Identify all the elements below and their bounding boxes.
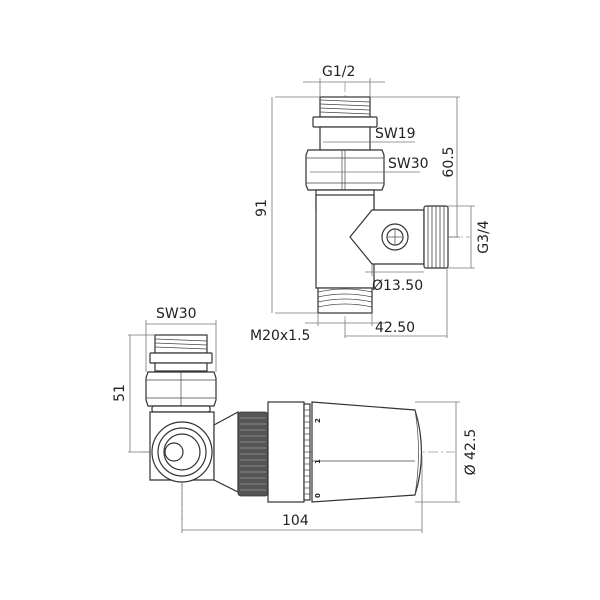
bottom-valve-view: 2 1 0 SW30 51 104 Ø 42.5: [112, 306, 479, 533]
top-valve-view: G1/2 91 SW19 SW30 60.5 G3/4 Ø13.50 M20x1: [250, 64, 492, 344]
dim-g12: G1/2: [322, 64, 355, 80]
dim-m20: M20x1.5: [250, 328, 310, 344]
scale-ticks: [304, 409, 310, 495]
dim-104: 104: [282, 513, 309, 529]
dim-sw30-bottom: SW30: [156, 306, 197, 322]
dim-sw30-top: SW30: [388, 156, 429, 172]
dial-mark-1: 1: [314, 459, 322, 464]
thermostat-head: [311, 401, 423, 503]
outlet-thread-lines: [427, 206, 445, 268]
dim-51: 51: [112, 384, 128, 402]
dim-bore: Ø13.50: [372, 278, 423, 294]
top-thread-lines: [319, 99, 371, 115]
knurl-lines: [240, 417, 266, 491]
dim-g34: G3/4: [476, 220, 492, 253]
dim-head-diameter: Ø 42.5: [463, 429, 479, 476]
dim-42-50: 42.50: [375, 320, 415, 336]
dim-60-5: 60.5: [441, 146, 457, 177]
bottom-thread-lines: [317, 288, 373, 308]
dial-mark-2: 2: [314, 418, 322, 423]
dial-mark-0: 0: [314, 493, 322, 498]
dim-91: 91: [254, 199, 270, 217]
dim-sw19: SW19: [375, 126, 416, 142]
